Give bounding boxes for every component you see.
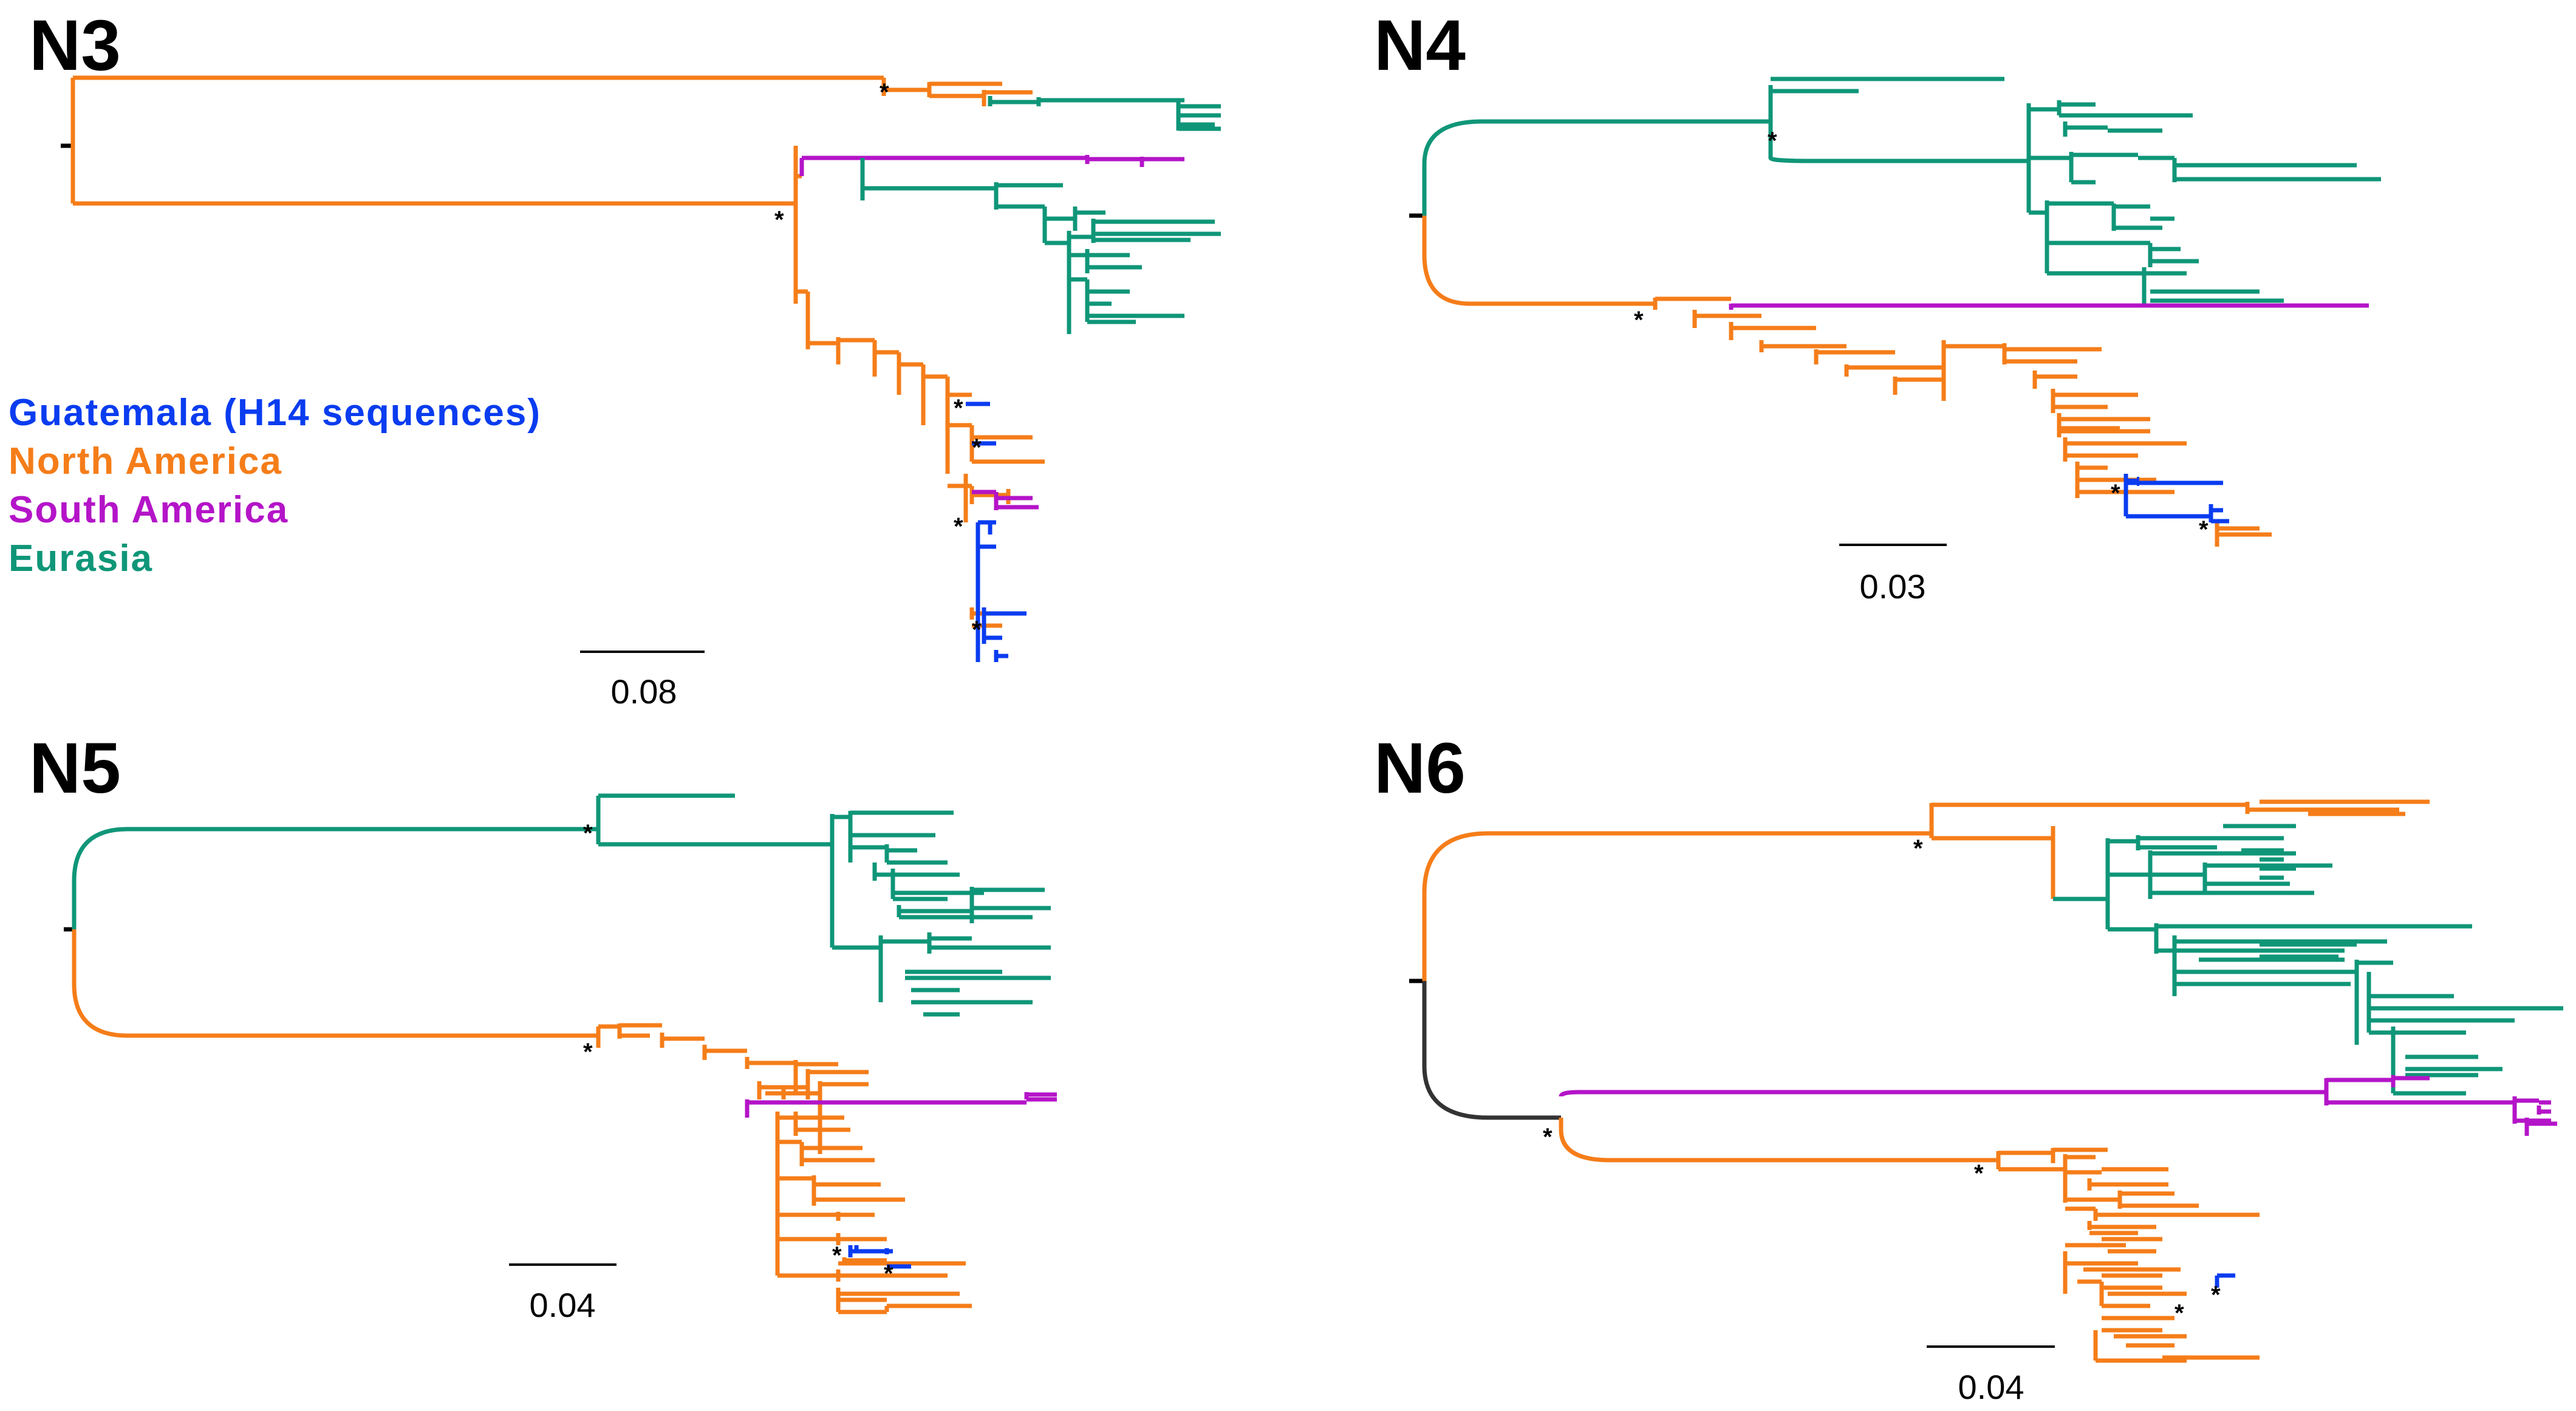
node-marker: * [884, 1260, 893, 1287]
node-marker: * [774, 207, 784, 233]
legend-item-guatemala: Guatemala (H14 sequences) [9, 392, 541, 434]
clade-eurasia [2053, 824, 2563, 1096]
legend-item-south-america: South America [9, 489, 289, 531]
scale-bar-n4: 0.03 [1839, 544, 1947, 606]
node-marker: * [880, 79, 889, 106]
panel-label-n5: N5 [29, 728, 121, 808]
node-marker: * [2199, 516, 2209, 543]
panel-n3: N3 [9, 5, 1221, 711]
clade-guatemala [2123, 474, 2229, 524]
clade-south-america [745, 1092, 1057, 1118]
node-marker: * [583, 1039, 593, 1065]
legend-item-eurasia: Eurasia [9, 538, 153, 579]
node-marker: * [1543, 1124, 1553, 1150]
node-marker: * [2111, 480, 2120, 507]
node-marker: * [972, 434, 982, 461]
clade-north-america [1422, 216, 2272, 547]
scale-bar-n3: 0.08 [580, 651, 705, 711]
clade-eurasia [1422, 77, 2381, 304]
node-markers-n6: * * * * * [1543, 835, 2221, 1327]
node-marker: * [583, 820, 593, 847]
panel-label-n3: N3 [29, 5, 121, 86]
clade-guatemala [966, 401, 1027, 662]
clade-south-america [1729, 303, 2369, 310]
clade-eurasia [72, 793, 1051, 1017]
panel-label-n4: N4 [1374, 5, 1466, 86]
clade-guatemala [2215, 1273, 2235, 1288]
tree-n3: * * * * * * [61, 75, 1221, 662]
panel-n4: N4 * * * * [1374, 5, 2381, 606]
scale-bar-n5: 0.04 [509, 1263, 617, 1324]
scale-label-n5: 0.04 [530, 1286, 596, 1324]
node-marker: * [954, 513, 963, 540]
tree-n4: * * * * [1409, 77, 2381, 547]
scale-bar-n6: 0.04 [1927, 1345, 2055, 1406]
node-markers-n4: * * * * [1634, 128, 2209, 543]
node-marker: * [954, 395, 963, 422]
clade-eurasia [860, 96, 1221, 334]
node-marker: * [1974, 1160, 1984, 1187]
node-markers-n3: * * * * * * [774, 79, 982, 643]
legend: Guatemala (H14 sequences) North America … [9, 392, 541, 579]
clade-guatemala [848, 1245, 911, 1269]
node-marker: * [1768, 128, 1777, 154]
clade-north-america-top [1422, 799, 2430, 981]
scale-label-n3: 0.08 [611, 672, 677, 711]
tree-n6: * * * * * [1409, 799, 2563, 1363]
node-marker: * [1634, 307, 1644, 333]
scale-label-n6: 0.04 [1958, 1368, 2024, 1406]
node-marker: * [2175, 1300, 2184, 1327]
clade-root [1422, 981, 1561, 1120]
clade-north-america-bottom [1559, 1118, 2260, 1363]
legend-item-north-america: North America [9, 440, 282, 482]
node-marker: * [972, 617, 982, 643]
panel-n5: N5 * * * * [29, 728, 1057, 1324]
node-marker: * [2211, 1282, 2221, 1308]
node-marker: * [832, 1242, 842, 1269]
node-marker: * [1913, 835, 1923, 862]
panel-label-n6: N6 [1374, 728, 1466, 808]
node-markers-n5: * * * * [583, 820, 893, 1287]
clade-south-america [799, 155, 1184, 510]
clade-north-america [72, 929, 972, 1314]
panel-n6: N6 * * [1374, 728, 2563, 1406]
scale-label-n4: 0.03 [1860, 567, 1926, 606]
clade-south-america [1559, 1075, 2557, 1136]
tree-n5: * * * * [64, 793, 1057, 1314]
